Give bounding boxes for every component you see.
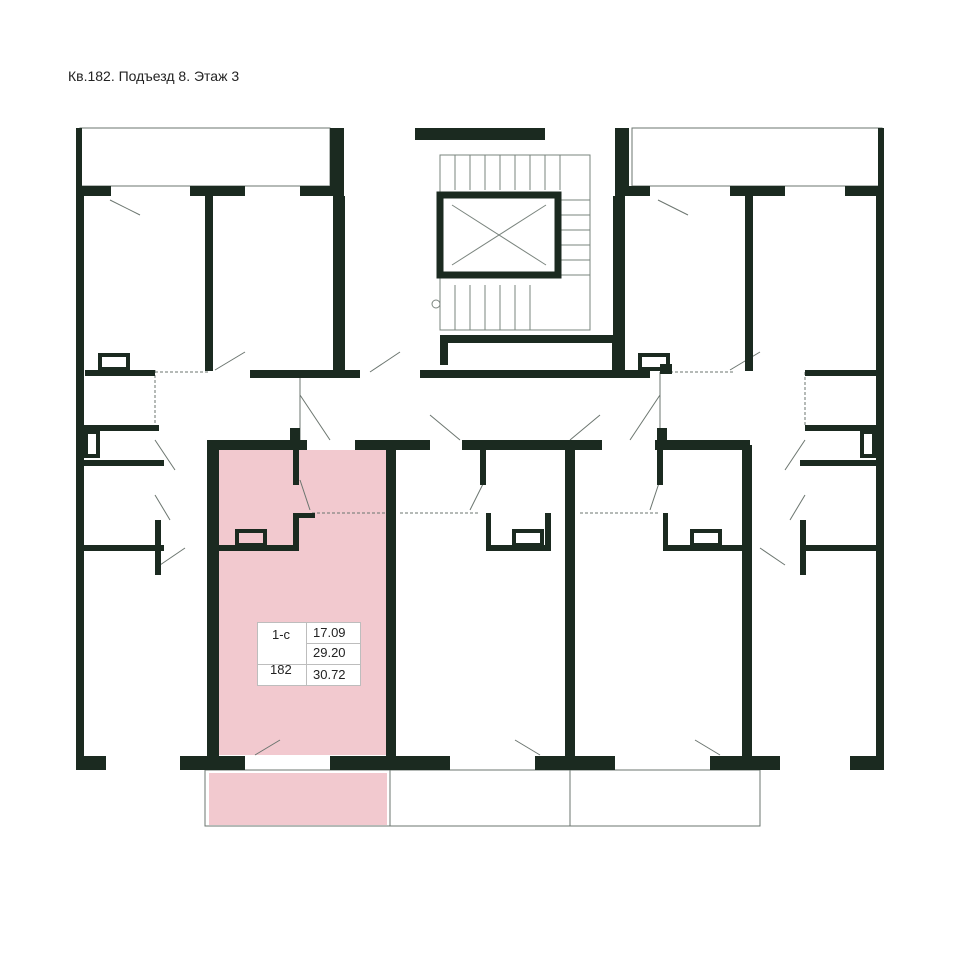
elevator-cross-icon [436, 191, 562, 279]
apartment-182-balcony [209, 773, 387, 825]
apartment-number: 182 [270, 662, 292, 677]
apartment-182-highlight[interactable] [209, 450, 387, 825]
apartment-type: 1-с [272, 627, 291, 642]
walls [76, 128, 884, 770]
total-area: 29.20 [313, 645, 346, 660]
vent-shafts [84, 353, 876, 547]
apartment-182-room [219, 450, 387, 755]
balcony-bottom-row [204, 769, 761, 827]
plan-title: Кв.182. Подъезд 8. Этаж 3 [68, 68, 240, 84]
living-area: 17.09 [313, 625, 346, 640]
circle-icon [431, 299, 441, 309]
apartment-info-table[interactable]: 1-с 182 17.09 29.20 30.72 [257, 622, 361, 686]
balcony-top-right [631, 127, 883, 187]
total-area-with-balcony: 30.72 [313, 667, 346, 682]
balcony-top-left [79, 127, 331, 187]
